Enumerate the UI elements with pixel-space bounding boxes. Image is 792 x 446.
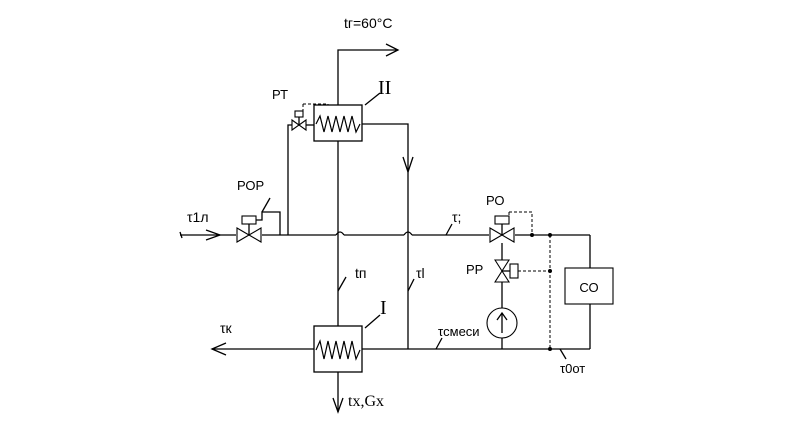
rr-label: РР xyxy=(466,262,483,277)
valve-rt xyxy=(291,103,329,132)
leader-tau-0ot xyxy=(559,348,567,360)
leader-ror xyxy=(261,197,271,213)
rt-label: РТ xyxy=(272,87,288,102)
heater-lower xyxy=(313,325,363,373)
t-p-label: tп xyxy=(355,265,366,281)
tau-0ot-label: τ0от xyxy=(560,361,585,376)
heater-upper-numeral: II xyxy=(378,77,391,99)
pump xyxy=(486,307,518,339)
consumer-system-box: СО xyxy=(564,267,614,305)
ror-label: РОР xyxy=(237,178,264,193)
arrow-hot-outlet xyxy=(385,43,400,57)
pipe-hot-outlet xyxy=(337,49,398,105)
pipe-branch-rt xyxy=(287,124,293,235)
valve-ror xyxy=(236,211,281,243)
t-x-gx-label: tх,Gх xyxy=(348,393,384,410)
pipe-tau-l xyxy=(362,123,409,349)
tau-l-label: τl xyxy=(416,265,425,281)
arrow-cold-inlet xyxy=(332,397,344,414)
tau-1l-label: τ1л xyxy=(187,209,209,225)
valve-rr xyxy=(493,259,552,283)
t-hot-label: tг=60°C xyxy=(344,15,392,31)
leader-heater-upper xyxy=(364,92,381,106)
leader-tau-semicolon xyxy=(445,223,453,236)
co-label: СО xyxy=(579,280,598,295)
leader-tau-l xyxy=(407,278,415,292)
ro-label: РО xyxy=(486,193,505,208)
tau-semicolon-label: τ; xyxy=(452,209,461,225)
tau-k-label: τк xyxy=(220,320,233,336)
valve-ro xyxy=(489,211,534,243)
leader-tau-mix xyxy=(435,337,443,350)
tau-mix-label: τсмеси xyxy=(438,324,480,339)
arrow-down-tau-l xyxy=(402,156,414,175)
leader-heater-lower xyxy=(364,314,381,329)
leader-t-p xyxy=(337,276,347,292)
arrow-return-out xyxy=(210,342,227,356)
heater-upper xyxy=(313,104,363,142)
heater-lower-numeral: I xyxy=(380,297,387,319)
arrow-supply-in xyxy=(205,229,222,241)
